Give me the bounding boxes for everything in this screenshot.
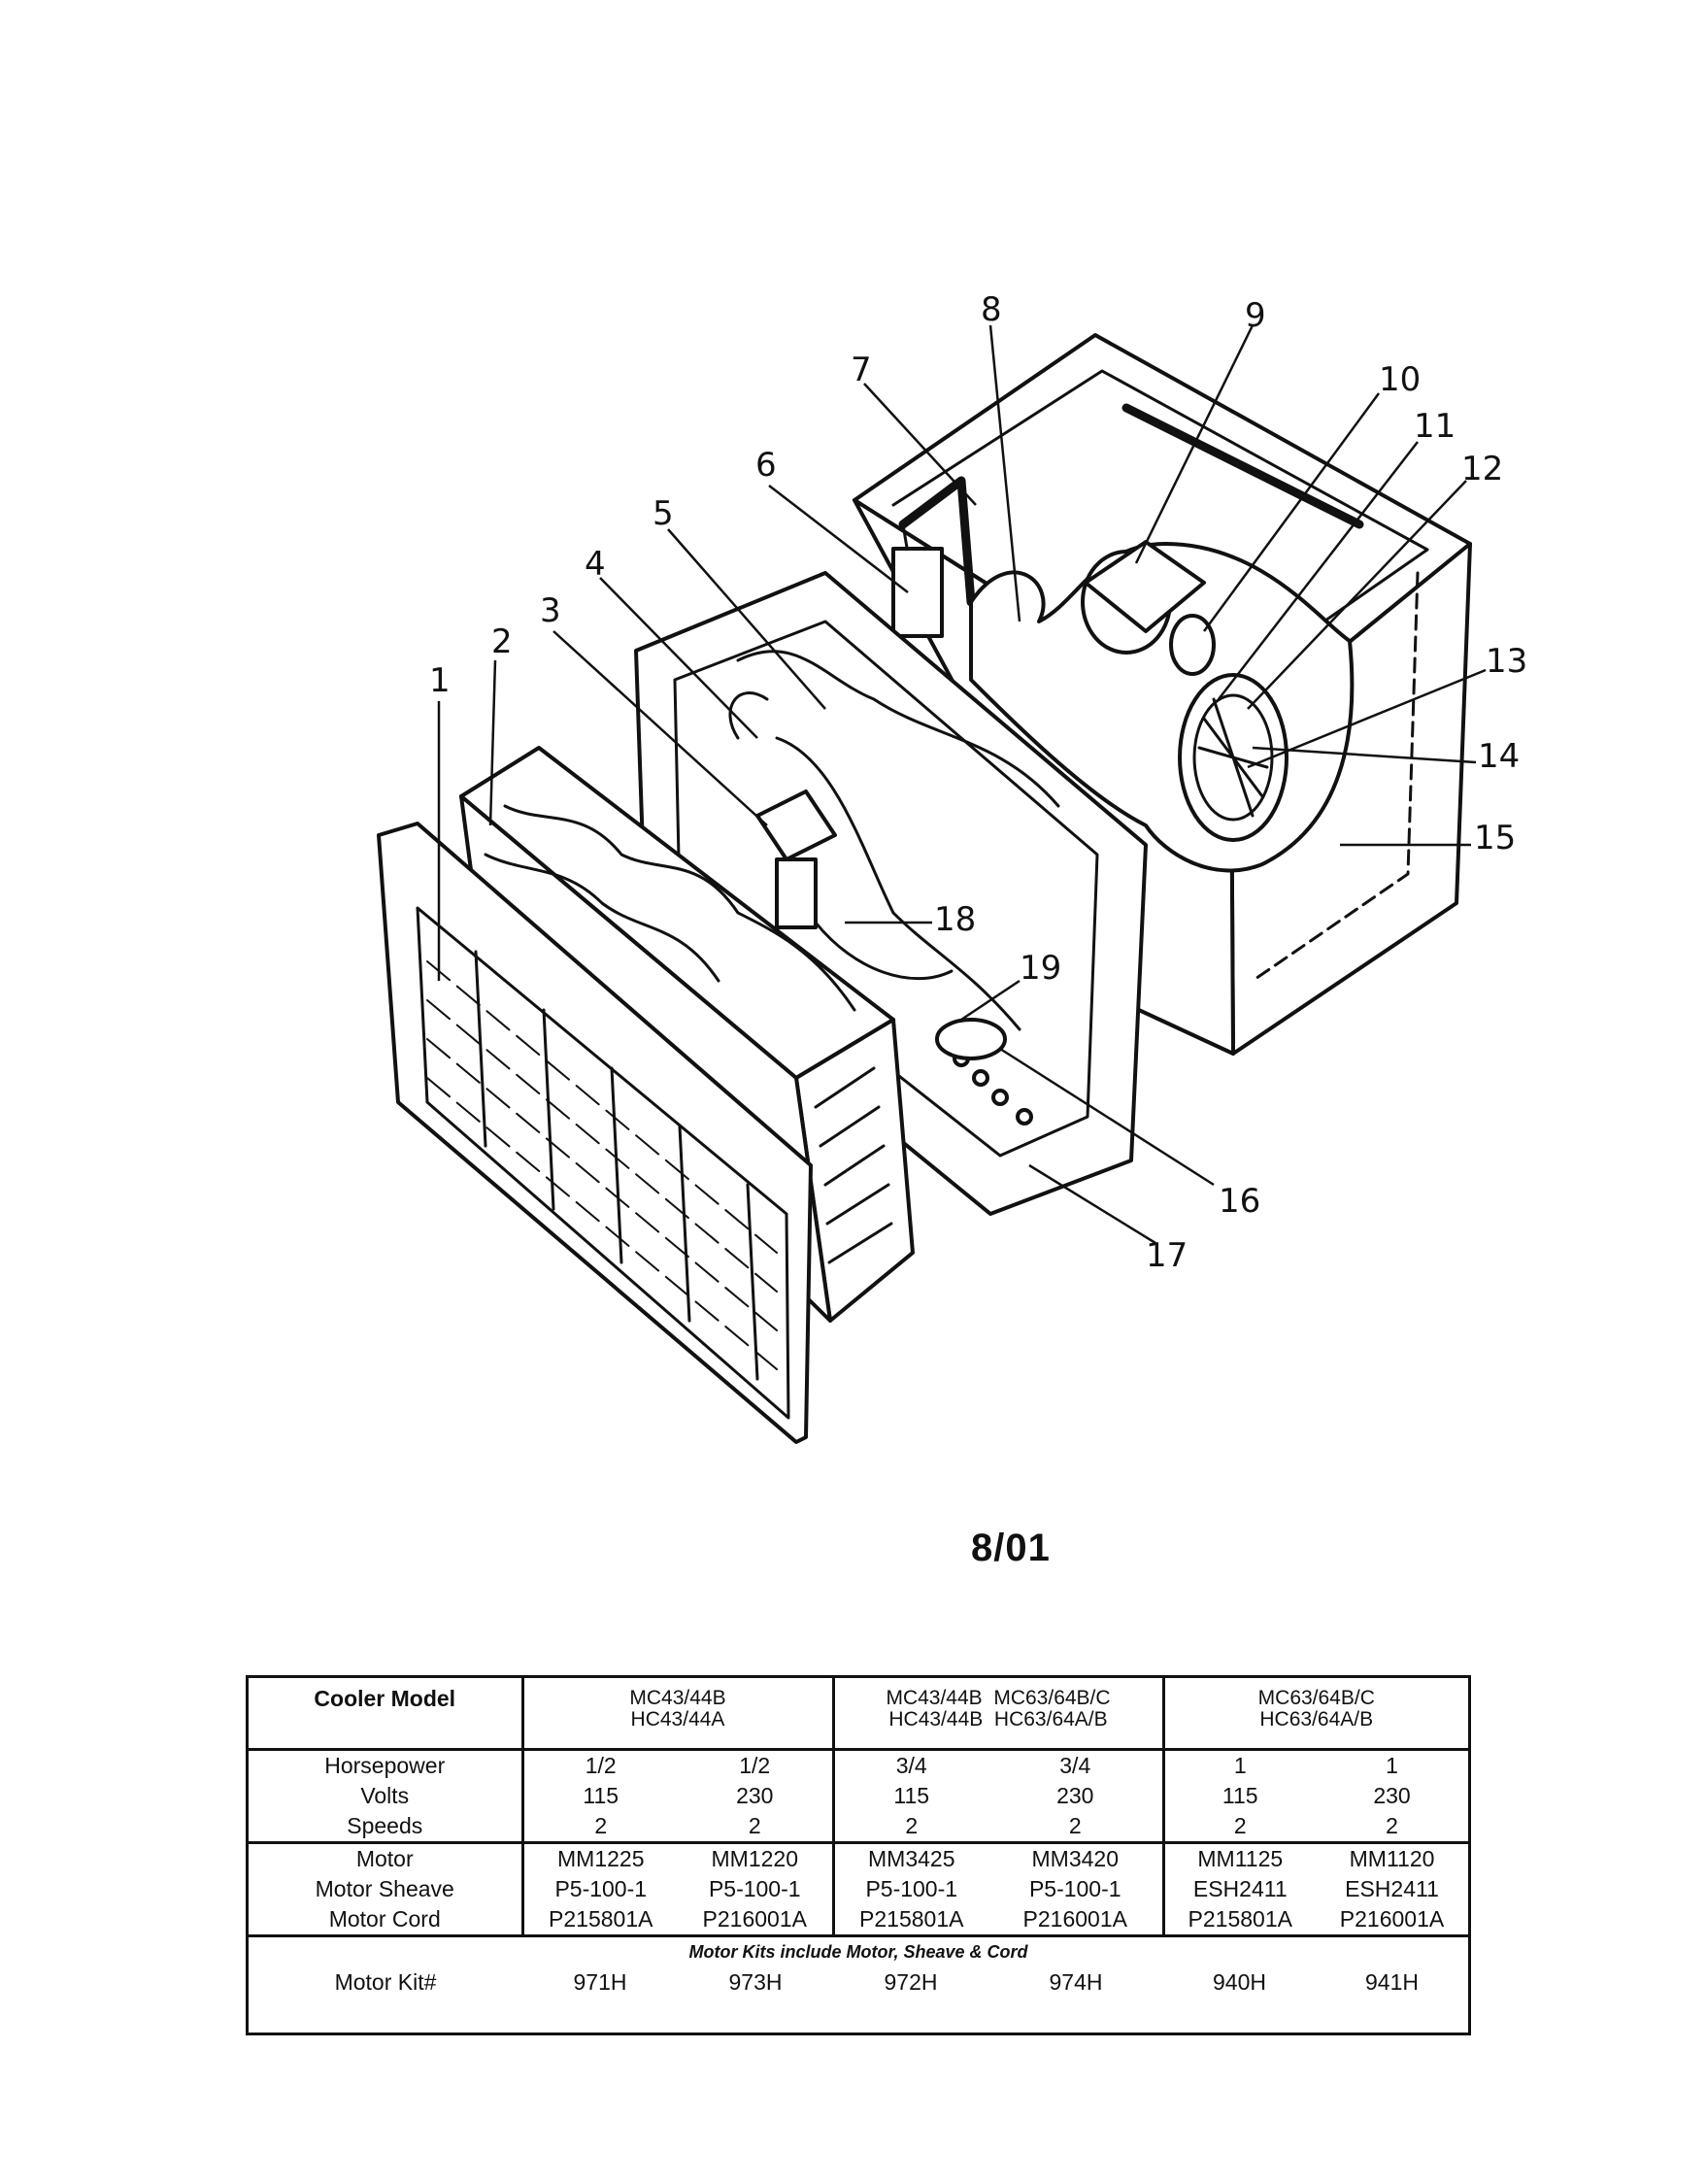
callout-18: 18: [934, 900, 976, 939]
switch-box: [891, 547, 944, 638]
callout-9: 9: [1245, 296, 1266, 335]
part-labels: Motor Motor Sheave Motor Cord: [249, 1842, 522, 1937]
callout-3: 3: [540, 591, 561, 630]
water-pump: [755, 790, 954, 981]
callout-17: 17: [1146, 1236, 1188, 1275]
kit-1: 971H: [573, 1969, 627, 1995]
callout-2: 2: [491, 622, 513, 661]
parts-col-3: MM3425 P5-100-1 P215801A: [831, 1842, 988, 1937]
kit-4: 974H: [1049, 1969, 1103, 1995]
kit-row: Motor Kit# 971H 973H 972H 974H 940H 941H: [249, 1967, 1468, 1998]
parts-col-4: MM3420 P5-100-1 P216001A: [988, 1842, 1164, 1937]
date-code: 8/01: [971, 1527, 1051, 1569]
parts-col-1: MM1225 P5-100-1 P215801A: [520, 1842, 678, 1937]
spec-labels: Horsepower Volts Speeds: [249, 1749, 522, 1844]
callout-1: 1: [429, 661, 451, 700]
callout-4: 4: [585, 545, 606, 584]
kit-note: Motor Kits include Motor, Sheave & Cord: [688, 1942, 1028, 1962]
motor-spec-table: Cooler Model MC43/44B HC43/44A MC43/44B …: [246, 1675, 1471, 2035]
spec-col-4: 3/4 230 2: [988, 1749, 1164, 1844]
cooler-model-label: Cooler Model: [249, 1678, 522, 1751]
spec-row: Horsepower Volts Speeds 1/2 115 2 1/2 23…: [249, 1749, 1469, 1844]
spec-col-5: 1 115 2: [1161, 1749, 1317, 1844]
kit-5: 940H: [1213, 1969, 1266, 1995]
callout-5: 5: [653, 494, 674, 533]
model-group-1: MC43/44B HC43/44A: [520, 1678, 833, 1751]
parts-col-6: MM1120 ESH2411 P216001A: [1316, 1842, 1469, 1937]
callout-10: 10: [1379, 360, 1421, 399]
blower-housing: [969, 542, 1355, 873]
parts-col-2: MM1220 P5-100-1 P216001A: [678, 1842, 833, 1937]
callout-19: 19: [1020, 949, 1061, 988]
model-group-3: MC63/64B/C HC63/64A/B: [1161, 1678, 1469, 1751]
kit-2: 973H: [728, 1969, 783, 1995]
front-grille: [377, 822, 813, 1444]
float-valve: [935, 1018, 1007, 1060]
parts-row: Motor Motor Sheave Motor Cord MM1225 P5-…: [249, 1842, 1469, 1937]
motor-kit-label: Motor Kit#: [334, 1969, 437, 1995]
kit-6: 941H: [1365, 1969, 1419, 1995]
callout-7: 7: [851, 351, 872, 389]
spec-col-6: 1 230 2: [1316, 1749, 1469, 1844]
kit-3: 972H: [884, 1969, 938, 1995]
header-row: Cooler Model MC43/44B HC43/44A MC43/44B …: [249, 1678, 1469, 1751]
callout-14: 14: [1478, 737, 1520, 776]
callout-15: 15: [1474, 819, 1516, 857]
exploded-parts-diagram: 1 2 3 4 5 6 7 8 9 10 11 12 13 14 15 16 1…: [377, 290, 1527, 1444]
leader-lines: [437, 324, 1487, 1245]
parts-col-5: MM1125 ESH2411 P215801A: [1161, 1842, 1317, 1937]
spec-col-1: 1/2 115 2: [520, 1749, 678, 1844]
callout-6: 6: [755, 446, 777, 485]
spec-col-3: 3/4 115 2: [831, 1749, 988, 1844]
note-row: Motor Kits include Motor, Sheave & Cord: [249, 1936, 1468, 1968]
callout-8: 8: [981, 290, 1002, 329]
callout-12: 12: [1461, 450, 1503, 488]
spec-col-2: 1/2 230 2: [678, 1749, 833, 1844]
blower-motor: [1081, 540, 1216, 676]
callout-16: 16: [1219, 1182, 1260, 1221]
model-group-2: MC43/44B MC63/64B/C HC43/44B HC63/64A/B: [831, 1678, 1164, 1751]
callout-11: 11: [1414, 407, 1456, 446]
callout-13: 13: [1486, 642, 1527, 681]
